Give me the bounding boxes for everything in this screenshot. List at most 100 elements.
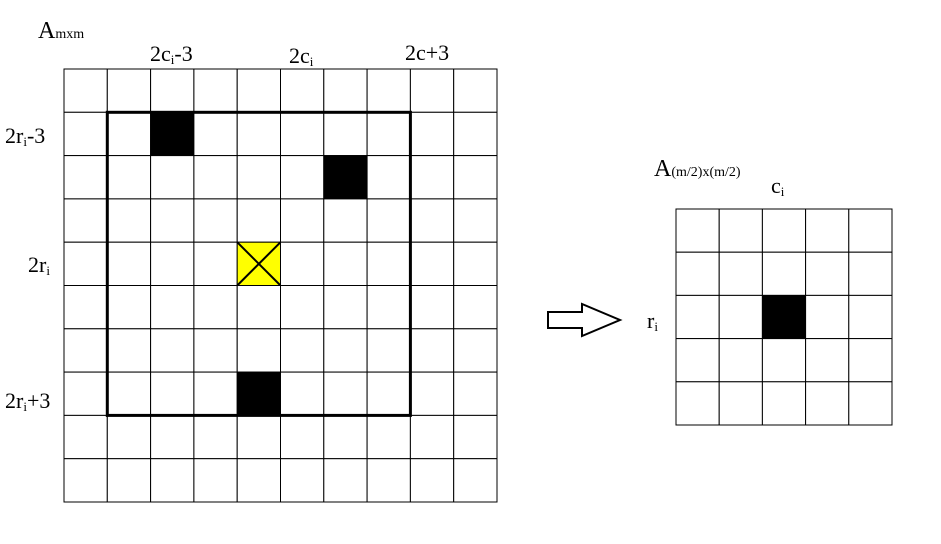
left-matrix-cell xyxy=(63,371,108,416)
left-matrix-cell xyxy=(150,68,195,113)
left-matrix-cell xyxy=(366,328,411,373)
left-matrix-cell xyxy=(453,155,498,200)
left-matrix-cell xyxy=(63,458,108,503)
left-matrix-cell xyxy=(323,328,368,373)
left-matrix-cell xyxy=(106,155,152,200)
transform-arrow xyxy=(547,302,623,338)
left-matrix-cell xyxy=(106,458,152,503)
left-matrix-cell xyxy=(106,285,152,330)
right-matrix-cell xyxy=(675,208,720,253)
left-matrix-cell xyxy=(236,285,281,330)
right-matrix-cell xyxy=(718,294,763,340)
left-matrix-cell xyxy=(63,155,108,200)
left-matrix-cell xyxy=(280,285,325,330)
right-matrix-cell xyxy=(718,381,763,426)
right-row-label: ri xyxy=(647,308,658,334)
left-matrix-cell xyxy=(150,285,195,330)
right-matrix-cell xyxy=(675,294,720,340)
right-matrix-cell xyxy=(718,251,763,296)
left-matrix-cell xyxy=(366,111,411,157)
right-matrix-cell xyxy=(675,251,720,296)
right-matrix-cell xyxy=(848,338,893,383)
left-matrix-cell xyxy=(193,414,238,460)
left-matrix-cell xyxy=(366,371,411,416)
left-row-label-start: 2ri-3 xyxy=(5,123,45,149)
left-matrix-cell xyxy=(453,328,498,373)
left-matrix-cell xyxy=(409,241,455,286)
left-matrix-cell xyxy=(323,68,368,113)
left-matrix-grid xyxy=(63,68,498,503)
left-matrix-cell xyxy=(453,414,498,460)
left-matrix-cell xyxy=(323,241,368,286)
left-matrix-cell xyxy=(106,198,152,243)
left-matrix-filled-cell xyxy=(323,155,368,200)
right-matrix-cell xyxy=(718,338,763,383)
left-matrix-cell xyxy=(409,68,455,113)
left-matrix-cell xyxy=(366,241,411,286)
left-matrix-cell xyxy=(409,371,455,416)
left-col-label-start: 2ci-3 xyxy=(150,41,193,67)
left-matrix-cell xyxy=(280,414,325,460)
left-matrix-filled-cell xyxy=(150,111,195,157)
left-matrix-cell xyxy=(366,285,411,330)
left-matrix-cell xyxy=(63,198,108,243)
left-matrix-cell xyxy=(366,458,411,503)
left-row-label-center: 2ri xyxy=(28,252,50,278)
right-matrix-cell xyxy=(761,251,807,296)
left-matrix-cell xyxy=(236,458,281,503)
left-matrix-cell xyxy=(193,241,238,286)
left-matrix-cell xyxy=(366,155,411,200)
left-matrix-cell xyxy=(236,111,281,157)
left-matrix-cell xyxy=(409,328,455,373)
left-col-label-center: 2ci xyxy=(289,43,314,69)
left-matrix-cell xyxy=(193,285,238,330)
left-matrix-cell xyxy=(193,328,238,373)
left-matrix-cell xyxy=(236,68,281,113)
left-matrix-cell xyxy=(453,371,498,416)
left-matrix-cell xyxy=(63,414,108,460)
left-matrix-cell xyxy=(193,198,238,243)
right-matrix-title: A(m/2)x(m/2) xyxy=(654,156,741,182)
left-matrix-cell xyxy=(280,458,325,503)
left-matrix-cell xyxy=(409,414,455,460)
left-matrix-cell xyxy=(193,68,238,113)
right-matrix-filled-cell xyxy=(761,294,807,340)
left-matrix-cell xyxy=(280,371,325,416)
left-matrix-cell xyxy=(236,328,281,373)
left-matrix-cell xyxy=(366,68,411,113)
left-matrix-cell xyxy=(150,328,195,373)
right-matrix-cell xyxy=(761,208,807,253)
left-matrix-cell xyxy=(63,285,108,330)
right-matrix-cell xyxy=(848,381,893,426)
center-cross-line xyxy=(236,241,282,287)
left-matrix-cell xyxy=(150,155,195,200)
left-matrix-cell xyxy=(323,458,368,503)
left-matrix-cell xyxy=(280,68,325,113)
left-matrix-cell xyxy=(323,414,368,460)
left-row-label-end: 2ri+3 xyxy=(5,388,50,414)
left-matrix-cell xyxy=(280,111,325,157)
right-matrix-cell xyxy=(761,381,807,426)
left-matrix-cell xyxy=(453,198,498,243)
right-matrix-cell xyxy=(675,381,720,426)
left-matrix-cell xyxy=(409,155,455,200)
left-matrix-cell xyxy=(453,458,498,503)
left-matrix-cell xyxy=(280,241,325,286)
left-matrix-cell xyxy=(106,111,152,157)
left-matrix-title: Amxm xyxy=(38,18,84,44)
left-matrix-cell xyxy=(193,111,238,157)
left-matrix-cell xyxy=(193,155,238,200)
left-matrix-cell xyxy=(409,111,455,157)
left-matrix-cell xyxy=(236,155,281,200)
right-matrix-cell xyxy=(848,251,893,296)
right-matrix-cell xyxy=(848,208,893,253)
left-matrix-cell xyxy=(193,371,238,416)
right-matrix-cell xyxy=(805,294,850,340)
left-matrix-cell xyxy=(453,285,498,330)
left-matrix-cell xyxy=(150,371,195,416)
left-matrix-cell xyxy=(150,458,195,503)
right-matrix-cell xyxy=(805,208,850,253)
left-matrix-cell xyxy=(366,414,411,460)
left-matrix-cell xyxy=(409,285,455,330)
